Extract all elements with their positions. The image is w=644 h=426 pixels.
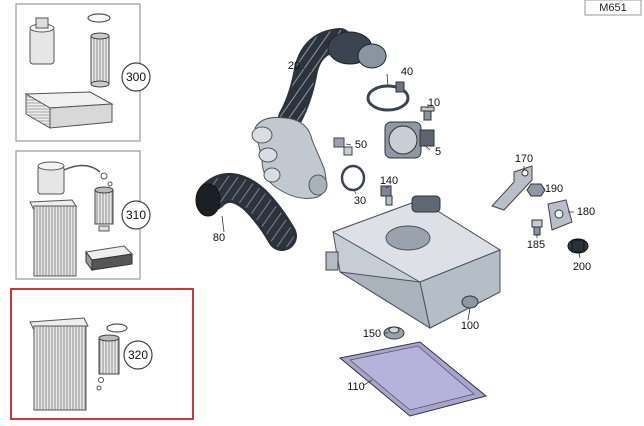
kit-label: 300 xyxy=(126,70,146,84)
mount-bracket-180 xyxy=(547,199,573,231)
callout-80: 80 xyxy=(213,232,225,244)
diagram-id: M651 xyxy=(599,2,627,14)
kit-label: 320 xyxy=(128,348,148,362)
leader-lines xyxy=(221,67,581,386)
callout-185: 185 xyxy=(527,239,545,251)
callout-110: 110 xyxy=(347,381,365,393)
callout-180: 180 xyxy=(577,206,595,218)
air-filter-element xyxy=(338,341,488,417)
rubber-mount-200 xyxy=(567,238,589,254)
callout-10: 10 xyxy=(428,97,440,109)
screw-185 xyxy=(531,219,543,236)
air-filter-element-box xyxy=(85,245,134,272)
diagram-id-box: M651 xyxy=(584,0,642,16)
kit-panel-310[interactable]: 310 xyxy=(15,150,151,280)
intake-housing xyxy=(251,117,328,199)
kit-panel-320[interactable]: 320 xyxy=(10,288,194,420)
o-ring xyxy=(87,13,111,23)
oil-filter-cartridge xyxy=(96,334,120,391)
callout-140: 140 xyxy=(380,175,398,187)
oil-filter-cartridge xyxy=(94,186,114,232)
callout-150: 150 xyxy=(363,328,381,340)
cabin-filter xyxy=(29,317,89,411)
fuel-filter-housing xyxy=(29,17,55,65)
rubber-elbow-hose xyxy=(195,173,297,251)
intake-duct-corrugated xyxy=(278,28,387,130)
hose-clamp-40 xyxy=(366,81,410,112)
kit-label-ring xyxy=(123,340,153,370)
bolt-10 xyxy=(420,106,435,121)
callout-190: 190 xyxy=(545,183,563,195)
callout-100: 100 xyxy=(461,320,479,332)
sensor-50 xyxy=(333,137,353,156)
bracket-170 xyxy=(491,165,533,211)
callout-5: 5 xyxy=(435,146,441,158)
o-ring xyxy=(106,323,128,333)
mass-air-flow-sensor xyxy=(384,121,435,159)
callout-200: 200 xyxy=(573,261,591,273)
oil-filter-cartridge xyxy=(90,32,110,88)
callout-50: 50 xyxy=(355,139,367,151)
callout-170: 170 xyxy=(515,153,533,165)
kit-label-ring xyxy=(121,62,151,92)
fitting-140 xyxy=(380,185,393,206)
callout-20: 20 xyxy=(288,60,300,72)
fuel-filter-assembly xyxy=(37,161,113,195)
air-filter-housing xyxy=(325,195,502,330)
callout-labels: 20 40 10 50 5 30 140 170 190 180 185 200… xyxy=(213,60,595,393)
kit-label-ring xyxy=(121,200,151,230)
callout-30: 30 xyxy=(354,195,366,207)
cabin-filter xyxy=(29,199,77,277)
nut-190 xyxy=(526,183,546,197)
hose-clamp-30 xyxy=(340,164,366,192)
kit-panel-300[interactable]: 300 xyxy=(15,3,151,142)
cabin-filter xyxy=(24,91,114,129)
callout-40: 40 xyxy=(401,66,413,78)
kit-label: 310 xyxy=(126,208,146,222)
